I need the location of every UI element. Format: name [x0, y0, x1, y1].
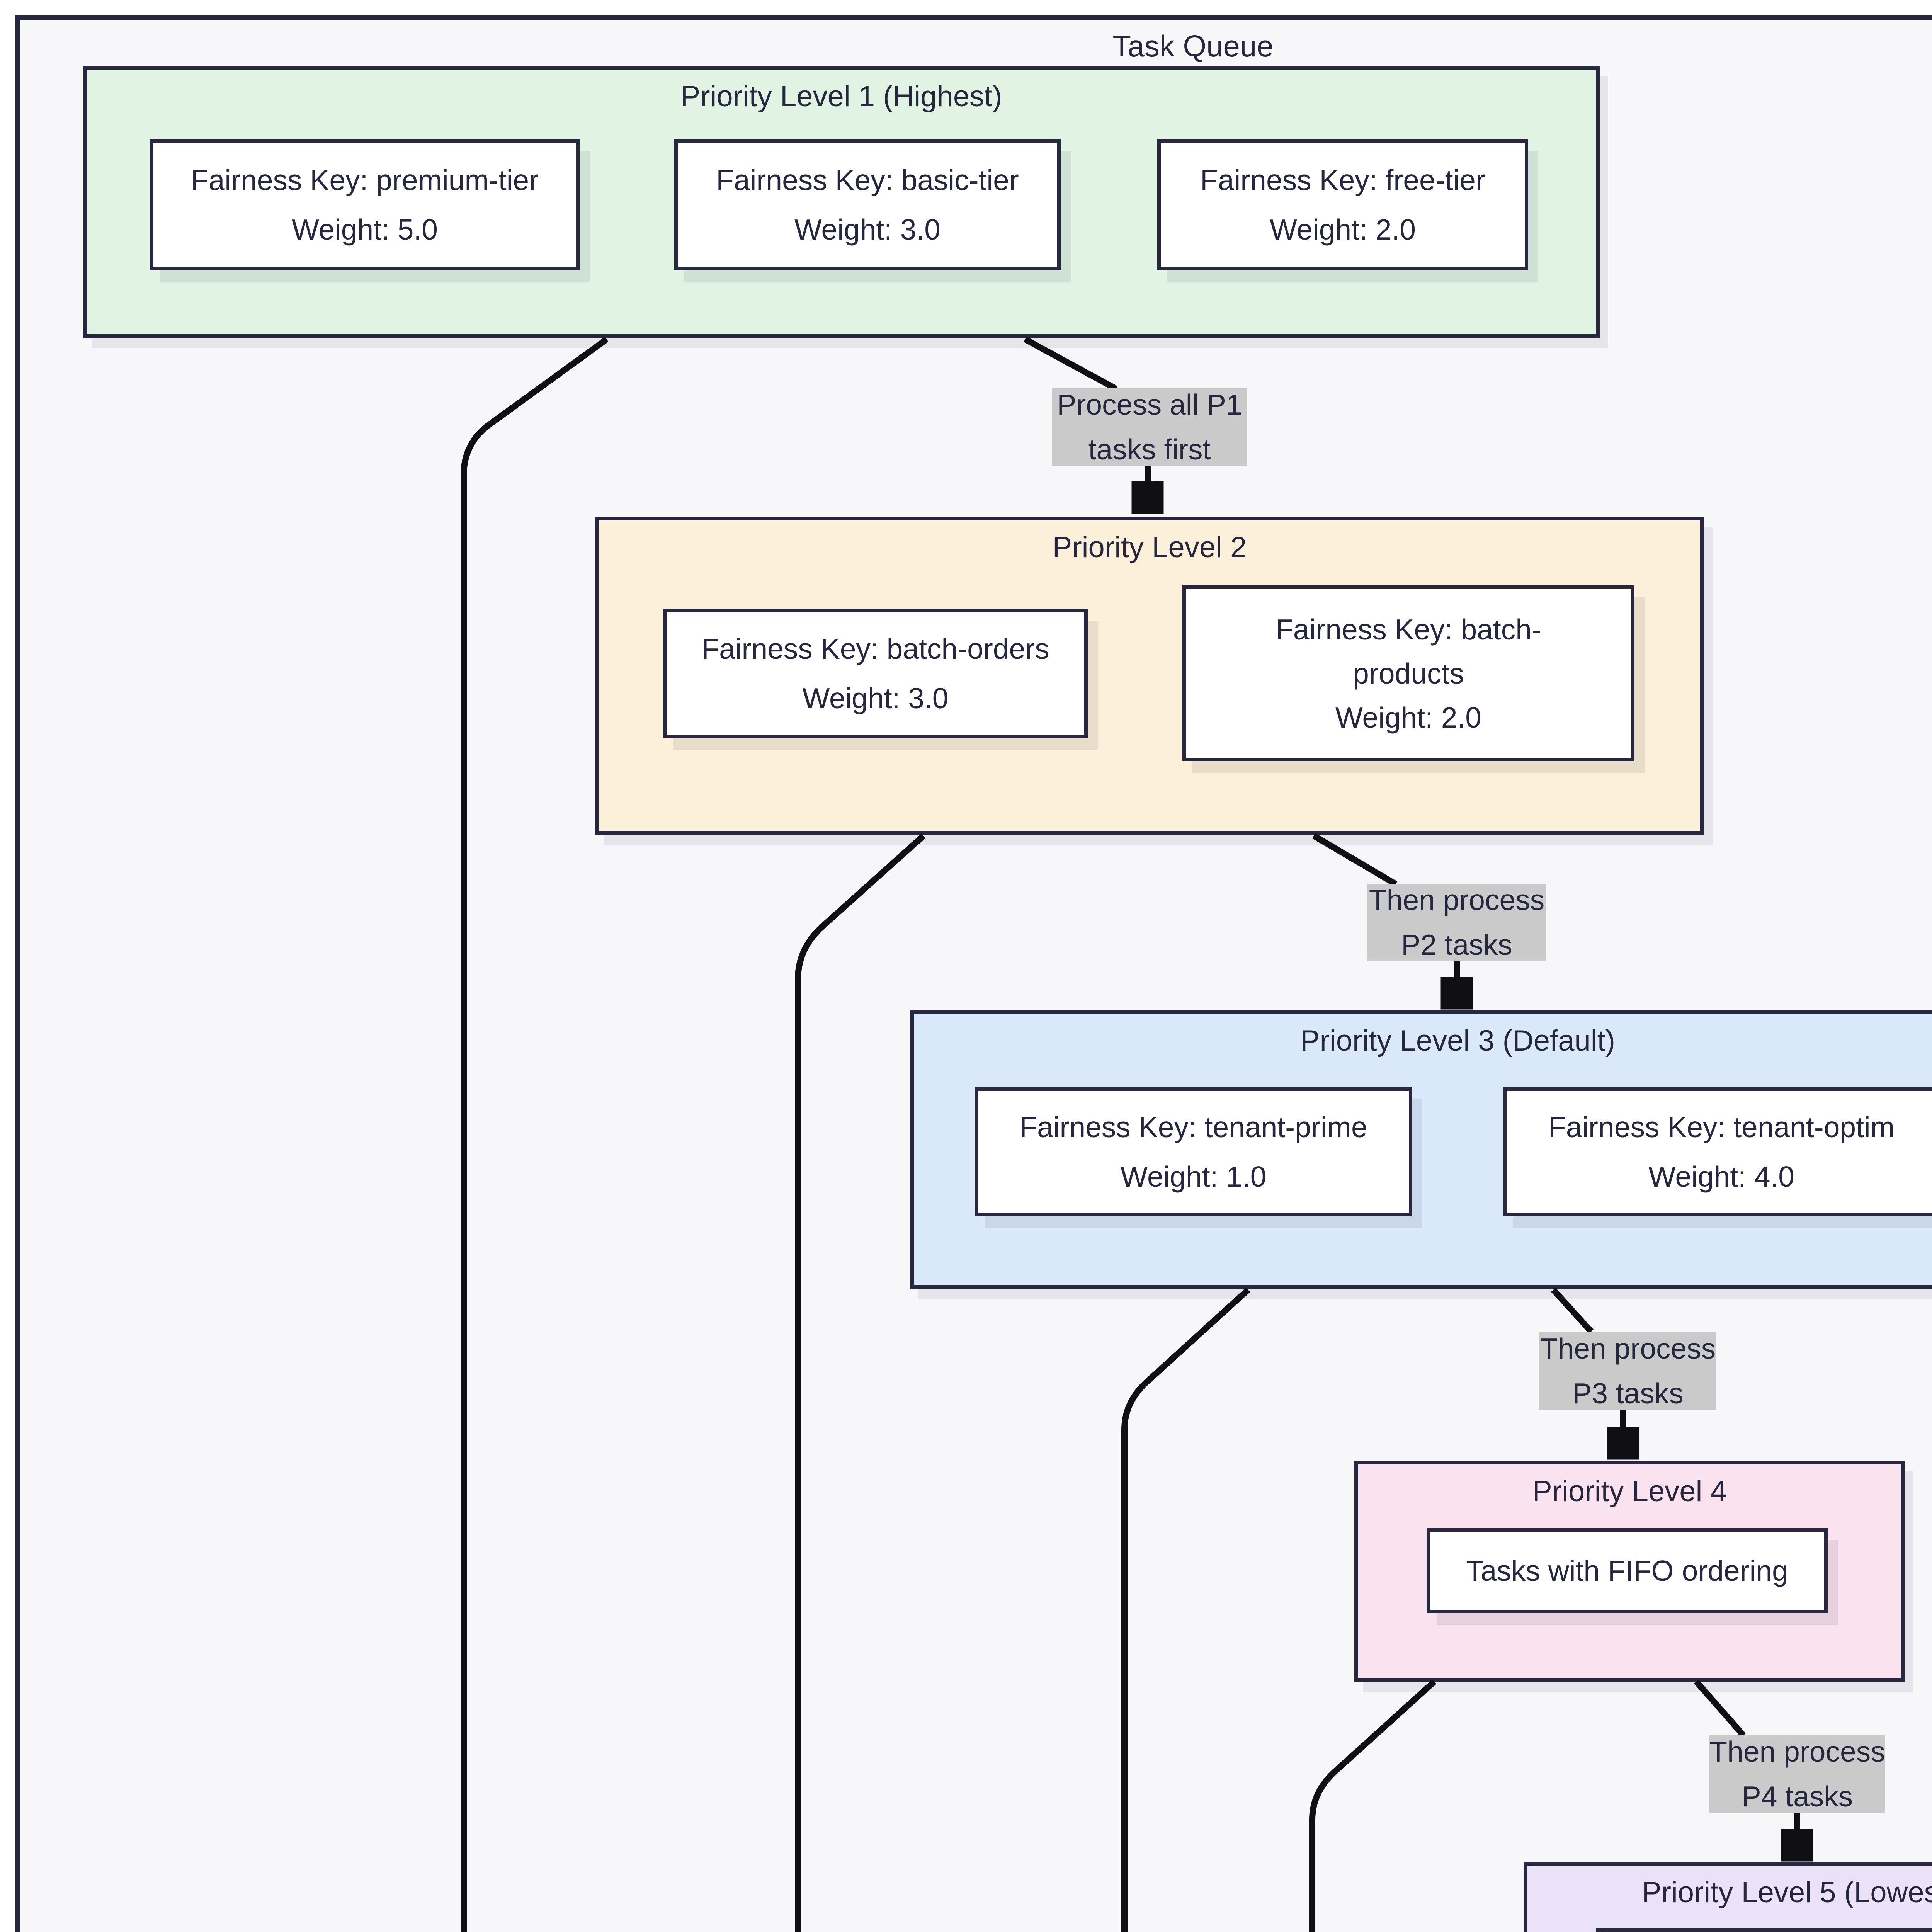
- node-line: Fairness Key: batch-: [1276, 613, 1541, 646]
- edge-label-line: Then process: [1369, 884, 1545, 916]
- node-line: Fairness Key: tenant-optim: [1548, 1111, 1895, 1143]
- priority-level-5-group: Priority Level 5 (Lowest): [1524, 1862, 1932, 1932]
- edge-label-line: Then process: [1540, 1332, 1716, 1365]
- node-fifo-p5: Tasks with FIFO ordering: [1596, 1928, 1932, 1932]
- node-line: Fairness Key: basic-tier: [716, 164, 1019, 196]
- node-free-tier: Fairness Key: free-tier Weight: 2.0: [1157, 139, 1528, 270]
- edge-label-line: P2 tasks: [1401, 929, 1512, 961]
- task-queue-title: Task Queue: [1112, 29, 1274, 63]
- edge-label-line: P4 tasks: [1742, 1780, 1853, 1813]
- edge-label-line: tasks first: [1088, 433, 1211, 466]
- node-line: products: [1353, 657, 1464, 690]
- edge-label-process-p2: Then process P2 tasks: [1367, 884, 1546, 961]
- node-fifo-p4: Tasks with FIFO ordering: [1427, 1528, 1828, 1613]
- node-line: Fairness Key: batch-orders: [701, 633, 1049, 665]
- node-line: Weight: 2.0: [1269, 213, 1416, 246]
- node-line: Fairness Key: tenant-prime: [1019, 1111, 1367, 1143]
- node-tenant-optim: Fairness Key: tenant-optim Weight: 4.0: [1503, 1087, 1932, 1216]
- priority-level-4-title: Priority Level 4: [1532, 1475, 1727, 1508]
- node-tenant-prime: Fairness Key: tenant-prime Weight: 1.0: [975, 1087, 1412, 1216]
- priority-level-5-title: Priority Level 5 (Lowest): [1641, 1876, 1932, 1909]
- node-batch-orders: Fairness Key: batch-orders Weight: 3.0: [663, 609, 1088, 738]
- node-line: Weight: 4.0: [1648, 1160, 1794, 1193]
- node-line: Weight: 5.0: [291, 213, 438, 246]
- priority-level-3-title: Priority Level 3 (Default): [1300, 1024, 1616, 1057]
- node-line: Weight: 3.0: [802, 682, 949, 714]
- edge-label-process-p4: Then process P4 tasks: [1709, 1735, 1885, 1813]
- priority-level-2-title: Priority Level 2: [1052, 531, 1247, 564]
- node-line: Tasks with FIFO ordering: [1466, 1554, 1788, 1587]
- node-line: Weight: 2.0: [1335, 701, 1481, 734]
- edge-label-line: Then process: [1709, 1735, 1885, 1768]
- node-line: Fairness Key: free-tier: [1200, 164, 1485, 196]
- node-line: Weight: 1.0: [1120, 1160, 1267, 1193]
- edge-label-line: Process all P1: [1057, 388, 1242, 421]
- node-basic-tier: Fairness Key: basic-tier Weight: 3.0: [674, 139, 1061, 270]
- edge-label-line: P3 tasks: [1572, 1377, 1684, 1410]
- node-line: Weight: 3.0: [794, 213, 940, 246]
- node-line: Fairness Key: premium-tier: [190, 164, 539, 196]
- node-premium-tier: Fairness Key: premium-tier Weight: 5.0: [150, 139, 580, 270]
- node-batch-products: Fairness Key: batch- products Weight: 2.…: [1182, 585, 1634, 761]
- edge-label-process-p3: Then process P3 tasks: [1539, 1332, 1716, 1410]
- edge-label-process-p1: Process all P1 tasks first: [1052, 388, 1247, 466]
- priority-level-1-title: Priority Level 1 (Highest): [680, 80, 1002, 113]
